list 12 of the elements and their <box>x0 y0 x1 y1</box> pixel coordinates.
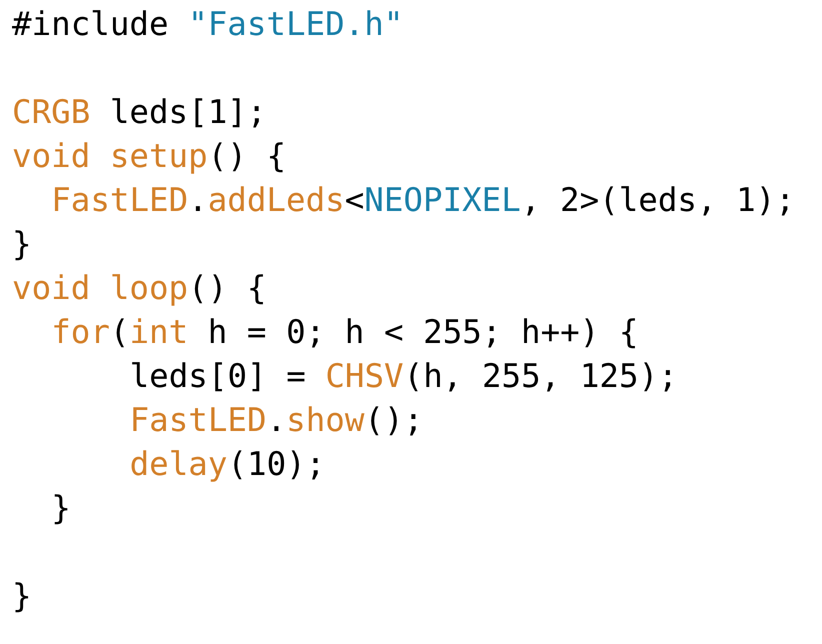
code-line: } <box>51 488 71 528</box>
code-line: leds[0] = CHSV(h, 255, 125); <box>130 356 678 396</box>
code-line: FastLED.addLeds<NEOPIXEL, 2>(leds, 1); <box>51 180 795 220</box>
code-line: void loop() { <box>12 268 266 308</box>
code-line: void setup() { <box>12 136 286 176</box>
code-line: #include "FastLED.h" <box>12 4 404 44</box>
code-line: } <box>12 576 32 616</box>
code-line: FastLED.show(); <box>130 400 424 440</box>
code-line: delay(10); <box>130 444 326 484</box>
code-line: } <box>12 224 32 264</box>
code-line: CRGB leds[1]; <box>12 92 266 132</box>
code-line: for(int h = 0; h < 255; h++) { <box>51 312 638 352</box>
